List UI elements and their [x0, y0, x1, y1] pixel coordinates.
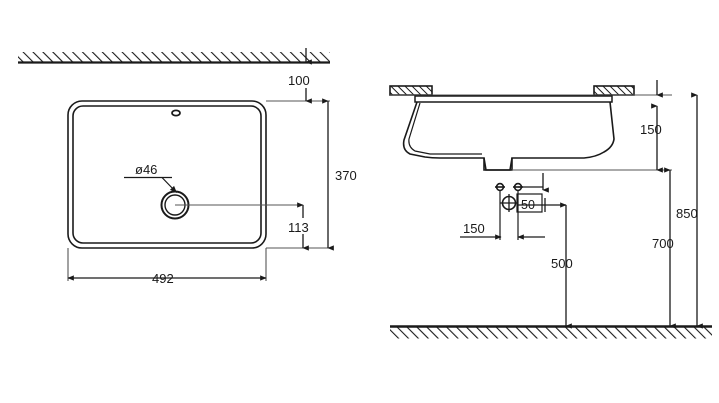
dim-label-150-supply: 150 — [463, 221, 485, 236]
dim-label-113: 113 — [288, 220, 309, 235]
dim-label-diameter-46: ø46 — [135, 162, 157, 177]
basin-bowl-profile — [402, 101, 615, 171]
plan-extension-lines — [67, 100, 330, 281]
waste-outlet-spigot — [483, 157, 513, 171]
waste-connection-crosshair-icon — [500, 194, 518, 212]
basin-outline-inner — [72, 105, 262, 244]
dim-label-150-top: 150 — [640, 122, 662, 137]
diameter-leader-line — [124, 176, 178, 194]
floor-hatch-band — [390, 325, 712, 339]
dim-150-supply-line — [460, 190, 502, 240]
basin-rim-plate — [414, 95, 613, 103]
dim-label-700: 700 — [652, 236, 674, 251]
wall-hatch-band — [18, 52, 330, 64]
countertop-right-hatch — [593, 85, 635, 96]
dim-label-850: 850 — [676, 206, 698, 221]
section-view: 50 150 500 150 — [389, 80, 712, 339]
dim-label-500: 500 — [551, 256, 573, 271]
dim-label-100: 100 — [288, 73, 310, 88]
overflow-hole-icon — [171, 109, 181, 117]
basin-outline-outer — [67, 100, 267, 249]
supply-inlet-left-icon — [495, 182, 505, 192]
countertop-left-hatch — [389, 85, 433, 96]
plan-view: ø46 100 370 — [18, 48, 357, 286]
basin-bowl-inner-contour — [408, 102, 482, 155]
dim-label-370: 370 — [335, 168, 357, 183]
dim-500-line — [517, 190, 572, 329]
dim-label-492: 492 — [152, 271, 174, 286]
